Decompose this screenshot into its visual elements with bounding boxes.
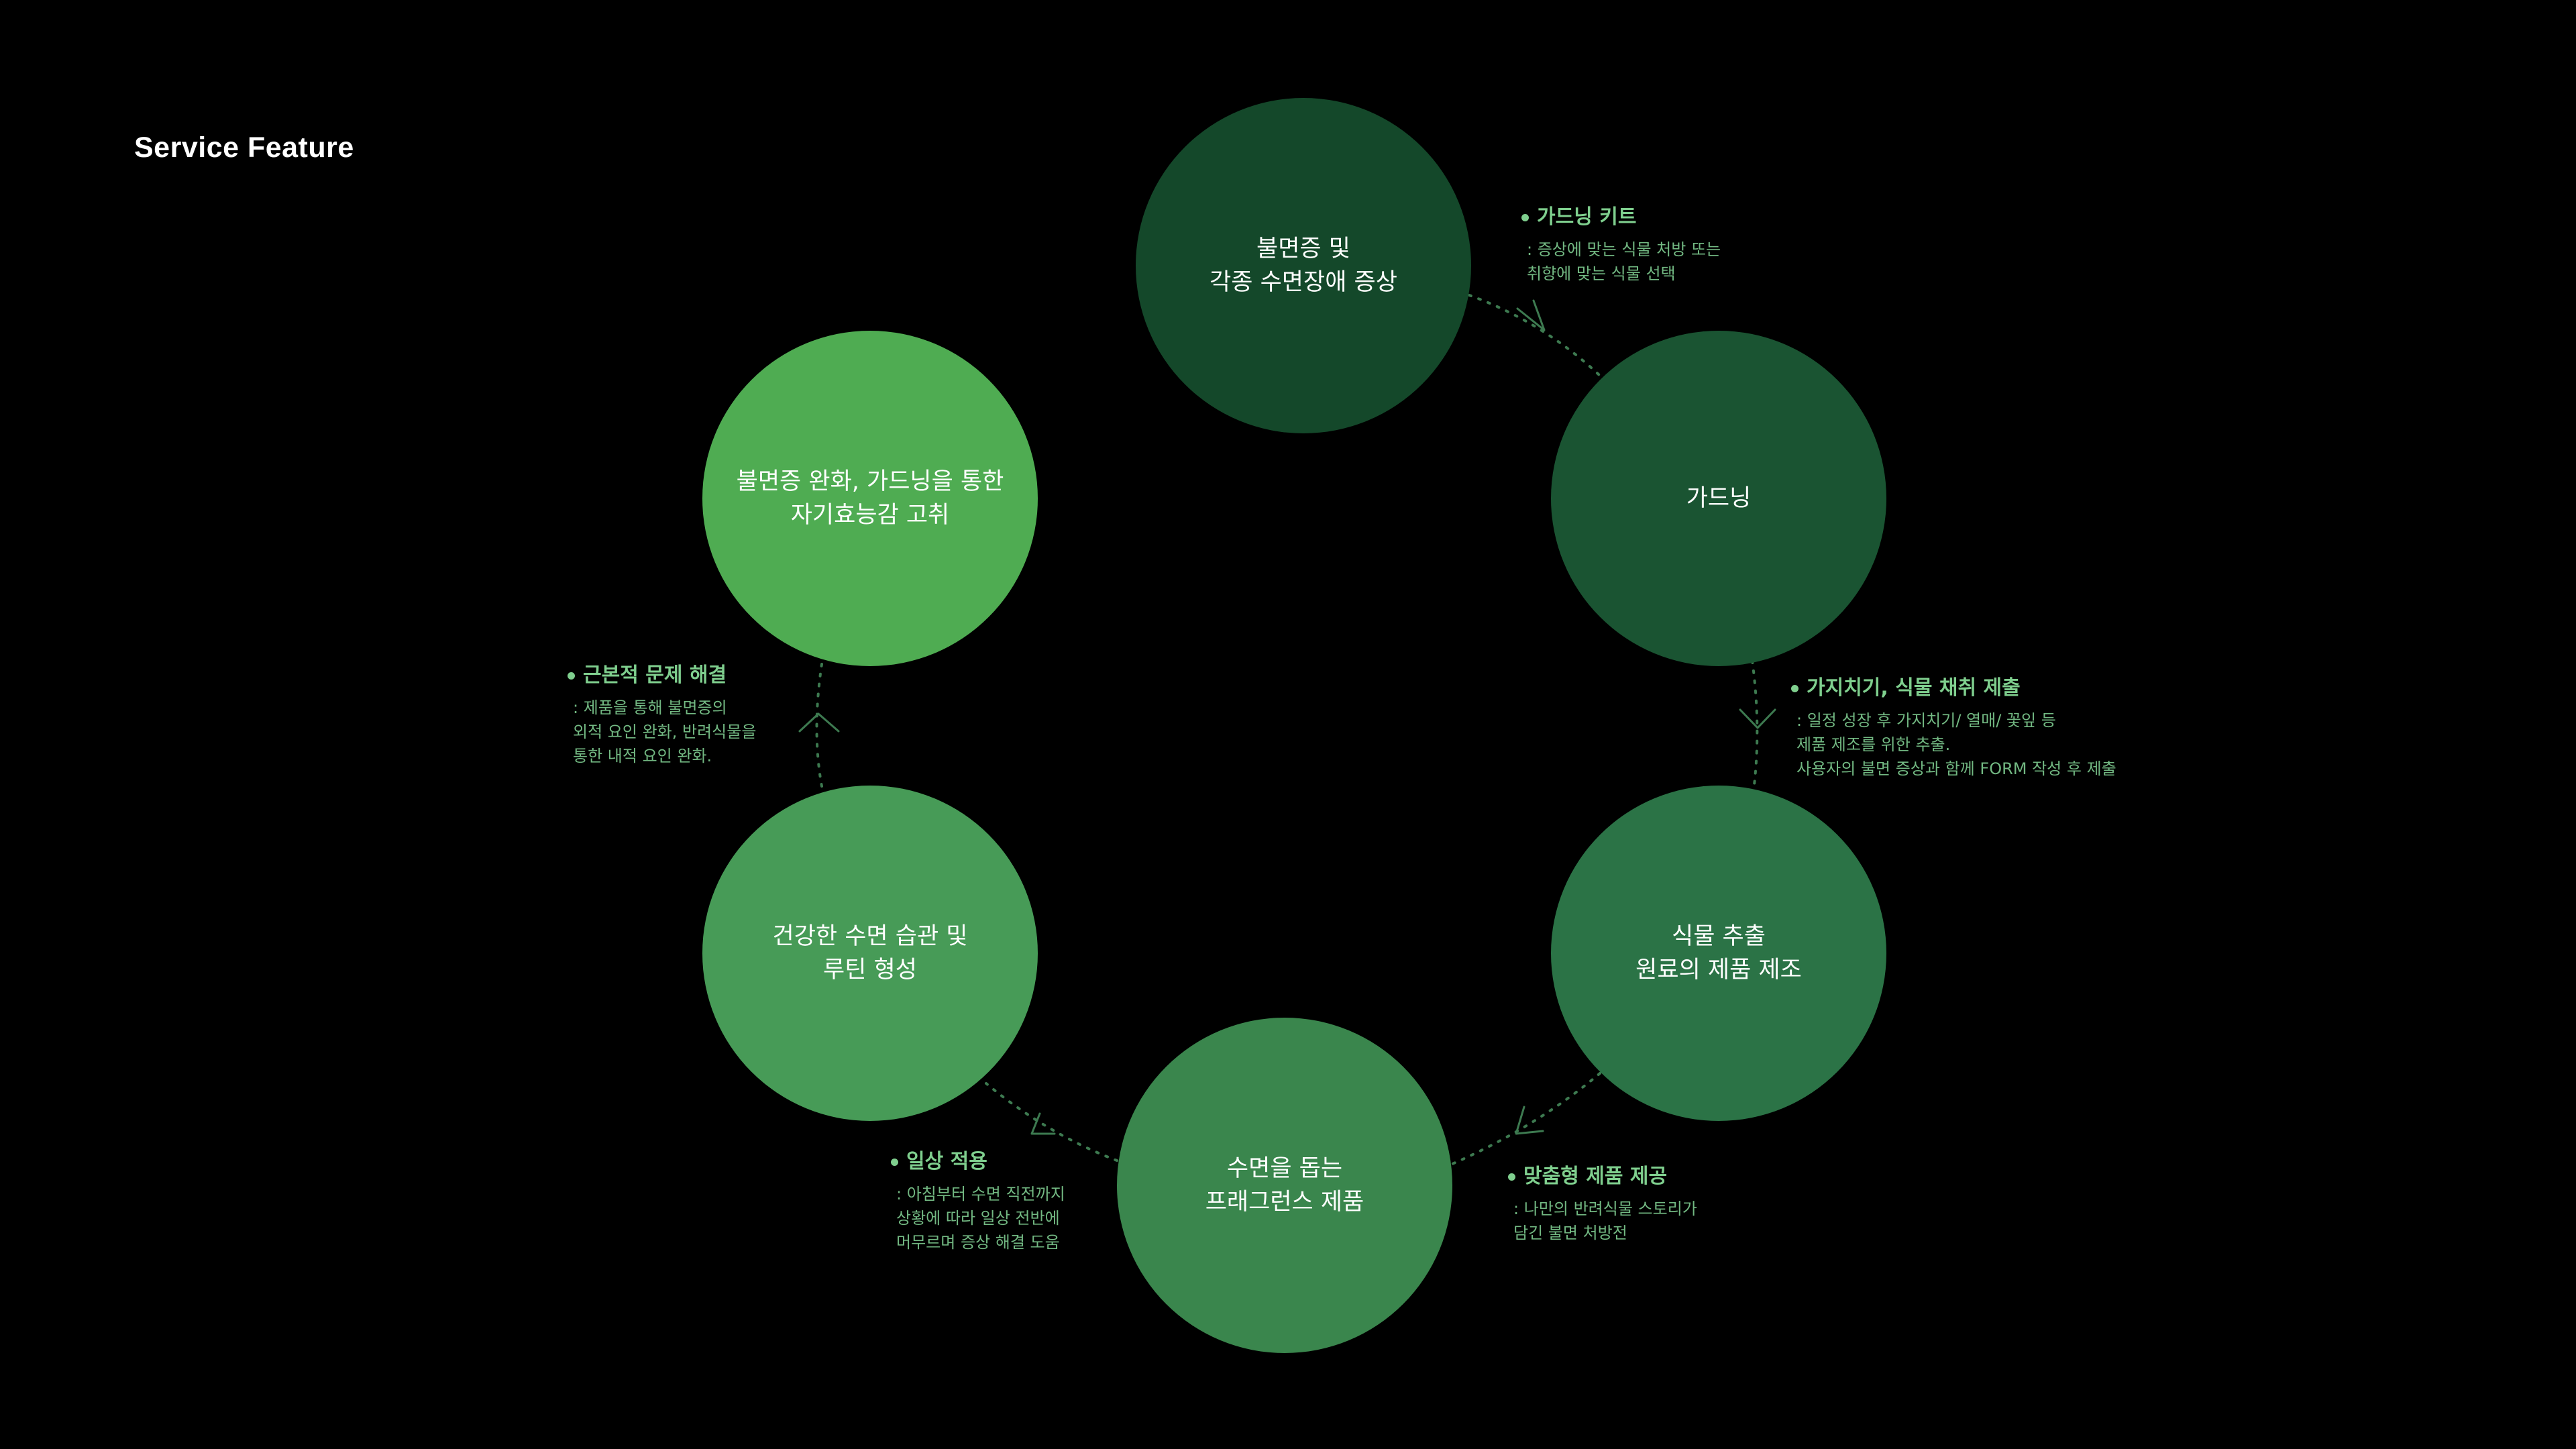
annotation-gardening-kit: 가드닝 키트 : 증상에 맞는 식물 처방 또는 취향에 맞는 식물 선택 [1521, 204, 1721, 286]
node-sleep-habit: 건강한 수면 습관 및 루틴 형성 [702, 786, 1038, 1121]
annotation-desc: : 아침부터 수면 직전까지 상황에 따라 일상 전반에 머무르며 증상 해결 … [896, 1185, 1065, 1252]
node-fragrance-product: 수면을 돕는 프래그런스 제품 [1117, 1018, 1452, 1353]
connector-extraction-to-fragrance [1451, 1072, 1601, 1165]
arrowhead-3 [1515, 1106, 1544, 1135]
node-gardening: 가드닝 [1551, 331, 1886, 666]
node-label: 불면증 완화, 가드닝을 통한 자기효능감 고취 [736, 468, 1004, 529]
annotation-desc: : 일정 성장 후 가지치기/ 열매/ 꽃잎 등 제품 제조를 위한 추출. 사… [1796, 711, 2116, 778]
connector-habit-to-relief [815, 663, 823, 788]
node-label: 수면을 돕는 프래그런스 제품 [1205, 1155, 1364, 1216]
node-label: 건강한 수면 습관 및 루틴 형성 [772, 923, 968, 983]
connector-fragrance-to-habit [985, 1082, 1118, 1162]
annotation-desc: : 증상에 맞는 식물 처방 또는 취향에 맞는 식물 선택 [1527, 240, 1721, 283]
arrowhead-5 [798, 712, 840, 733]
connector-symptom-to-gardening [1468, 294, 1601, 377]
annotation-root-solution: 근본적 문제 해결 : 제품을 통해 불면증의 외적 요인 완화, 반려식물을 … [568, 662, 756, 768]
bullet-dot [1791, 684, 1799, 692]
annotation-daily-use: 일상 적용 : 아침부터 수면 직전까지 상황에 따라 일상 전반에 머무르며 … [891, 1148, 1065, 1254]
annotation-desc: : 제품을 통해 불면증의 외적 요인 완화, 반려식물을 통한 내적 요인 완… [573, 698, 757, 765]
node-label: 불면증 및 각종 수면장애 증상 [1210, 235, 1397, 296]
bullet-dot [568, 672, 575, 680]
node-plant-extraction: 식물 추출 원료의 제품 제조 [1551, 786, 1886, 1121]
node-insomnia-symptoms: 불면증 및 각종 수면장애 증상 [1136, 98, 1471, 433]
node-label: 가드닝 [1686, 485, 1752, 512]
arrowhead-4 [1030, 1112, 1056, 1135]
arrowhead-1 [1516, 299, 1546, 331]
annotation-desc: : 나만의 반려식물 스토리가 담긴 불면 처방전 [1513, 1199, 1697, 1242]
node-insomnia-relief: 불면증 완화, 가드닝을 통한 자기효능감 고취 [702, 331, 1038, 666]
bullet-dot [891, 1158, 898, 1166]
connector-gardening-to-extraction [1751, 659, 1759, 786]
annotation-title: 가지치기, 식물 채취 제출 [1807, 676, 2021, 700]
annotation-title: 가드닝 키트 [1537, 205, 1637, 229]
annotation-custom-product: 맞춤형 제품 제공 : 나만의 반려식물 스토리가 담긴 불면 처방전 [1508, 1163, 1697, 1245]
node-label: 식물 추출 원료의 제품 제조 [1635, 923, 1802, 983]
bullet-dot [1508, 1173, 1515, 1181]
annotation-title: 일상 적용 [906, 1150, 987, 1173]
bullet-dot [1521, 213, 1529, 221]
page-title: Service Feature [134, 131, 354, 164]
annotation-pruning-submit: 가지치기, 식물 채취 제출 : 일정 성장 후 가지치기/ 열매/ 꽃잎 등 … [1791, 675, 2116, 781]
arrowhead-2 [1739, 708, 1776, 729]
annotation-title: 근본적 문제 해결 [583, 663, 727, 687]
annotation-title: 맞춤형 제품 제공 [1523, 1165, 1668, 1188]
